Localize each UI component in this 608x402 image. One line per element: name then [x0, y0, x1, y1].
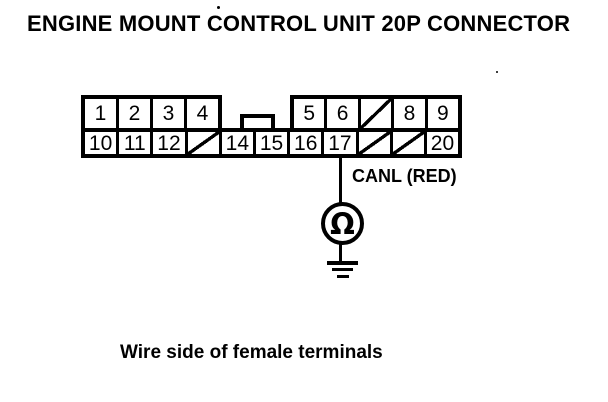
connector-bottom-row: 10 11 12 14 15 16 17 20	[81, 128, 462, 158]
pin-cell-2: 2	[116, 99, 150, 128]
pin-cell-5: 5	[303, 102, 316, 125]
connector-20p: 1 2 3 4 5 6 8 9 10 11 12 14 15 16 17 20	[81, 95, 462, 158]
caption: Wire side of female terminals	[120, 342, 383, 363]
pin-cell-11: 11	[116, 132, 150, 154]
pin-cell-12: 12	[150, 132, 184, 154]
connector-top-left-block: 1 2 3 4	[81, 95, 222, 128]
connector-top-right-block: 5 6 8 9	[290, 95, 462, 128]
no-pin-cell-13-slash-icon	[184, 132, 219, 154]
ground-bar-bottom	[337, 275, 349, 278]
no-pin-cell-18-slash-icon	[355, 132, 390, 154]
connector-key-tab	[240, 114, 275, 128]
scan-speck	[217, 6, 220, 9]
pin-cell-14: 14	[218, 132, 253, 154]
ground-bar-top	[327, 261, 358, 265]
pin-cell-15: 15	[252, 132, 287, 154]
no-pin-cell-19-slash-icon	[389, 132, 424, 154]
no-pin-cell-7-slash-icon	[357, 99, 392, 128]
wire-to-ground	[339, 244, 342, 263]
ohm-symbol: Ω	[330, 207, 355, 241]
scan-speck	[496, 71, 498, 73]
wire-label: CANL (RED)	[352, 166, 457, 186]
pin-cell-1: 1	[94, 102, 107, 125]
wire-from-pin17	[339, 155, 342, 203]
pin-cell-4: 4	[184, 99, 218, 128]
ohmmeter-icon: Ω	[321, 202, 364, 245]
page-title: ENGINE MOUNT CONTROL UNIT 20P CONNECTOR	[27, 11, 571, 36]
pin-cell-17: 17	[321, 132, 355, 154]
pin-cell-20: 20	[423, 132, 458, 154]
pin-cell-10: 10	[88, 132, 113, 154]
pin-cell-3: 3	[150, 99, 184, 128]
pin-cell-8: 8	[391, 99, 424, 128]
pin-cell-16: 16	[287, 132, 321, 154]
ground-icon	[327, 261, 358, 279]
ground-bar-middle	[332, 268, 353, 271]
pin-cell-9: 9	[424, 99, 458, 128]
pin-cell-6: 6	[324, 99, 357, 128]
